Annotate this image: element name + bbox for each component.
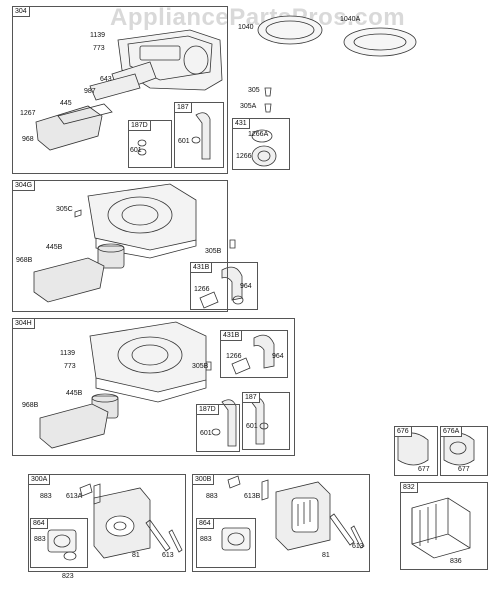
group-tag: 676 [394, 426, 412, 437]
oil-seal-drawing [251, 129, 277, 167]
group-tag: 304 [12, 6, 30, 17]
group-304G: 304G [12, 180, 228, 312]
part-label[interactable]: 1266 [236, 153, 252, 160]
part-label[interactable]: 987 [84, 88, 96, 95]
part-label[interactable]: 1266 [226, 353, 242, 360]
part-label[interactable]: 1267 [20, 110, 36, 117]
blower-housing-304H-drawing [39, 321, 207, 449]
muffler-frame-drawing [411, 497, 471, 559]
group-tag: 864 [30, 518, 48, 529]
muffler-300A-drawing [79, 483, 183, 559]
part-label[interactable]: 883 [40, 493, 52, 500]
group-187: 187 [242, 392, 290, 450]
group-tag: 300B [192, 474, 215, 485]
part-label[interactable]: 305B [205, 248, 222, 255]
blower-housing-304G-drawing [33, 183, 197, 303]
group-tag: 431 [232, 118, 250, 129]
part-label[interactable]: 823 [62, 573, 74, 580]
breather-elbow-drawing-b [231, 334, 275, 375]
part-label[interactable]: 964 [272, 353, 284, 360]
part-label[interactable]: 305B [192, 363, 209, 370]
part-label[interactable]: 1266 [194, 286, 210, 293]
group-864: 864 [30, 518, 88, 568]
part-label[interactable]: 613 [162, 552, 174, 559]
part-label[interactable]: 773 [93, 45, 105, 52]
group-187D: 187D [196, 404, 240, 452]
group-tag: 304H [12, 318, 35, 329]
group-431: 431 [232, 118, 290, 170]
gasket-864-drawing-b [221, 527, 251, 551]
gasket-864-drawing-a [47, 529, 77, 561]
part-label[interactable]: 968 [22, 136, 34, 143]
group-187: 187 [174, 102, 224, 168]
part-label[interactable]: 305C [56, 206, 73, 213]
group-832: 832 [400, 482, 488, 570]
blower-housing-304-drawing [35, 29, 223, 151]
part-label[interactable]: 1139 [90, 32, 106, 39]
part-label[interactable]: 305 [248, 87, 260, 94]
part-label[interactable]: 968B [22, 402, 39, 409]
part-label[interactable]: 445 [60, 100, 72, 107]
part-label[interactable]: 601 [200, 430, 212, 437]
group-tag: 304G [12, 180, 36, 191]
part-label[interactable]: 883 [200, 536, 212, 543]
group-tag: 187 [242, 392, 260, 403]
shroud-rings-drawing [257, 15, 417, 57]
part-label[interactable]: 601 [246, 423, 258, 430]
group-300B: 300B [192, 474, 370, 572]
group-676: 676 [394, 426, 438, 476]
part-label[interactable]: 601 [130, 147, 142, 154]
part-label[interactable]: 445B [66, 390, 83, 397]
group-187D: 187D [128, 120, 172, 168]
breather-tube-drawings-a [137, 112, 211, 160]
group-431B: 431B [220, 330, 288, 378]
group-676A: 676A [440, 426, 488, 476]
part-label[interactable]: 445B [46, 244, 63, 251]
part-label[interactable]: 1040A [340, 16, 361, 23]
muffler-guard-drawings [397, 432, 475, 466]
group-tag: 431B [220, 330, 243, 341]
group-tag: 832 [400, 482, 418, 493]
group-431B: 431B [190, 262, 258, 310]
part-label[interactable]: 1139 [60, 350, 76, 357]
part-label[interactable]: 81 [132, 552, 140, 559]
part-label[interactable]: 601 [178, 138, 190, 145]
group-304H: 304H [12, 318, 295, 456]
group-300A: 300A [28, 474, 186, 572]
group-864: 864 [196, 518, 256, 568]
part-label[interactable]: 773 [64, 363, 76, 370]
part-label[interactable]: 81 [322, 552, 330, 559]
part-label[interactable]: 883 [206, 493, 218, 500]
part-label[interactable]: 1266A [248, 131, 269, 138]
part-label[interactable]: 964 [240, 283, 252, 290]
group-tag: 676A [440, 426, 463, 437]
part-label[interactable]: 613B [244, 493, 261, 500]
part-label[interactable]: 883 [34, 536, 46, 543]
part-label[interactable]: 836 [450, 558, 462, 565]
group-tag: 187D [128, 120, 151, 131]
part-label[interactable]: 968B [16, 257, 33, 264]
part-label[interactable]: 677 [458, 466, 470, 473]
breather-tube-drawings-b [211, 397, 269, 447]
muffler-300B-drawing [227, 475, 365, 551]
group-tag: 431B [190, 262, 213, 273]
group-tag: 864 [196, 518, 214, 529]
group-tag: 187D [196, 404, 219, 415]
part-label[interactable]: 1040 [238, 24, 254, 31]
part-label[interactable]: 613 [352, 543, 364, 550]
part-label[interactable]: 305A [240, 103, 257, 110]
part-label[interactable]: 613A [66, 493, 83, 500]
group-tag: 187 [174, 102, 192, 113]
group-304: 304 [12, 6, 228, 174]
part-label[interactable]: 643 [100, 76, 112, 83]
part-label[interactable]: 677 [418, 466, 430, 473]
group-tag: 300A [28, 474, 51, 485]
watermark: AppliancePartsPros.com [110, 4, 406, 31]
